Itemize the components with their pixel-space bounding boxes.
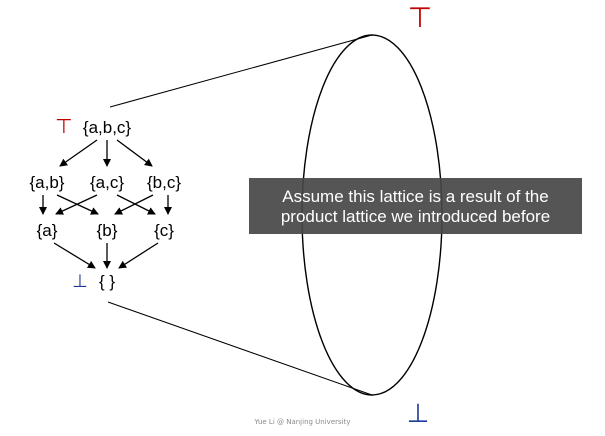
node-ac: {a,c} [90,173,124,192]
node-a: {a} [37,221,58,240]
zoom-line-top [109,34,373,108]
large-bottom-symbol: ⊥ [407,399,430,429]
small-top-symbol: ⊤ [55,114,72,138]
node-empty: { } [99,272,115,291]
node-bc: {b,c} [147,173,181,192]
node-ab: {a,b} [30,173,65,192]
footer-credit: Yue Li @ Nanjing University [254,418,351,426]
callout-line-2: product lattice we introduced before [280,207,551,226]
large-top-symbol: ⊤ [408,1,432,34]
node-abc: {a,b,c} [83,118,132,137]
node-b: {b} [97,221,118,240]
small-bottom-symbol: ⊥ [72,271,88,292]
callout-line-1: Assume this lattice is a result of the [282,187,549,206]
zoom-line-bottom [107,301,373,396]
callout-box: Assume this lattice is a result of the p… [249,178,582,234]
node-c: {c} [154,221,174,240]
lattice-edges [39,139,172,269]
